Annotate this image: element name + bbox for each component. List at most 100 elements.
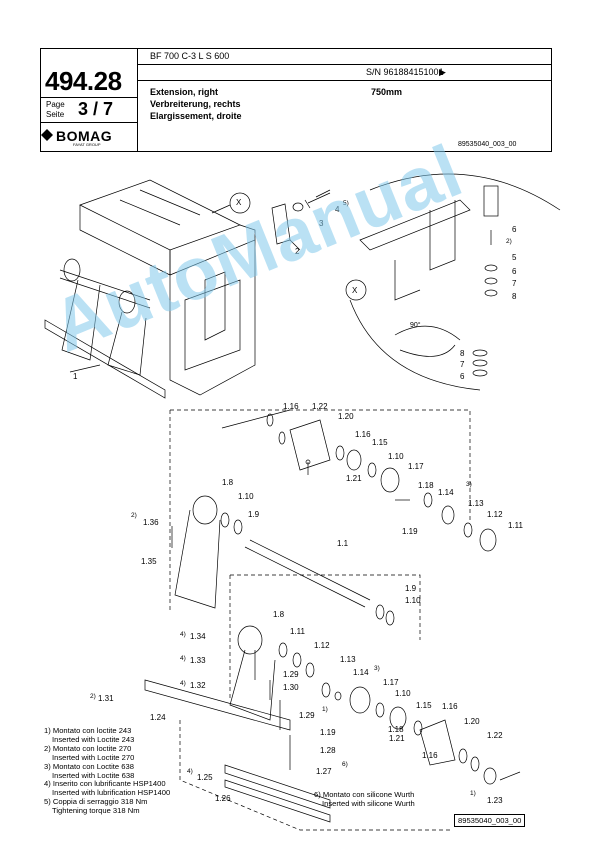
bearing-shaft bbox=[44, 258, 166, 399]
note-line: 4) Inserito con lubrificante HSP1400 bbox=[44, 779, 166, 789]
notes-block: 1) Montato con loctite 243 Inserted with… bbox=[44, 726, 171, 816]
title-de: Verbreiterung, rechts bbox=[150, 99, 241, 109]
part-label: 6) bbox=[342, 761, 348, 768]
part-label: 1.16 bbox=[355, 430, 371, 439]
brand-logo: BOMAG bbox=[56, 128, 113, 144]
part-label: 1.26 bbox=[215, 794, 231, 803]
part-label: 3) bbox=[374, 665, 380, 672]
part-label: 1.10 bbox=[238, 492, 254, 501]
part-label: 1.34 bbox=[190, 632, 206, 641]
part-label: 1.8 bbox=[273, 610, 285, 619]
part-label: 4) bbox=[187, 768, 193, 775]
part-label: 1.22 bbox=[487, 731, 503, 740]
part-label: 1.14 bbox=[353, 668, 369, 677]
part-label: 1.1 bbox=[337, 539, 349, 548]
part-label: 1.16 bbox=[283, 402, 299, 411]
divider bbox=[41, 122, 137, 123]
part-label: 1.22 bbox=[312, 402, 328, 411]
part-label: 1.17 bbox=[383, 678, 399, 687]
note-line: Inserted with Loctite 243 bbox=[52, 734, 135, 744]
part-label: 5 bbox=[512, 253, 517, 262]
part-label: 2) bbox=[506, 238, 512, 245]
note-line: 2) Montato con loctite 270 bbox=[44, 743, 132, 753]
part-label: 4 bbox=[335, 205, 340, 214]
divider bbox=[137, 64, 551, 65]
part-label: 2) bbox=[131, 512, 137, 519]
part-label: 1.10 bbox=[395, 689, 411, 698]
note-line: 5) Coppia di serraggio 318 Nm bbox=[44, 797, 148, 807]
part-label: 1.8 bbox=[222, 478, 234, 487]
part-label: 1.15 bbox=[416, 701, 432, 710]
part-label: 1.9 bbox=[405, 584, 417, 593]
part-label: 1.16 bbox=[422, 751, 438, 760]
callout-circle bbox=[229, 192, 251, 214]
part-label: 1.21 bbox=[389, 734, 405, 743]
note-line: 1) Montato con loctite 243 bbox=[44, 726, 132, 735]
part-label: 1.20 bbox=[338, 412, 354, 421]
note-line: Inserted with Loctite 270 bbox=[52, 752, 135, 762]
part-label: 1.16 bbox=[442, 702, 458, 711]
part-label: 1) bbox=[470, 790, 476, 797]
part-label: 1.31 bbox=[98, 694, 114, 703]
size-label: 750mm bbox=[371, 87, 403, 97]
part-label: 1.19 bbox=[402, 527, 418, 536]
part-label: 1.24 bbox=[150, 713, 166, 722]
part-label: 2) bbox=[90, 693, 96, 700]
model-name: BF 700 C-3 L S 600 bbox=[150, 51, 230, 61]
note-line: Inserted with silicone Wurth bbox=[322, 798, 415, 808]
drawing-id: 89535040_003_00 bbox=[458, 141, 517, 148]
rotate-arrow-icon bbox=[394, 325, 461, 357]
note-line: Tightening torque 318 Nm bbox=[52, 806, 140, 816]
divider bbox=[41, 97, 137, 98]
part-label: 1.19 bbox=[320, 728, 336, 737]
serial-arrow-icon: ▶ bbox=[439, 67, 446, 77]
part-label: 1.9 bbox=[248, 510, 260, 519]
part-label: 1.29 bbox=[299, 711, 315, 720]
title-block bbox=[40, 48, 552, 152]
divider bbox=[137, 49, 138, 151]
part-label: 6 bbox=[512, 267, 517, 276]
part-label: 4) bbox=[180, 631, 186, 638]
page-label-de: Seite bbox=[46, 110, 65, 119]
divider bbox=[137, 80, 551, 81]
part-label: 2 bbox=[295, 247, 300, 256]
serial-number: S/N 961884151001 bbox=[366, 67, 444, 77]
part-label: 1.18 bbox=[418, 481, 434, 490]
part-label: 1.28 bbox=[320, 746, 336, 755]
part-label: 1.14 bbox=[438, 488, 454, 497]
note-line: Inserted with lubrification HSP1400 bbox=[52, 788, 171, 798]
part-label: 4) bbox=[180, 680, 186, 687]
part-label: 1.11 bbox=[508, 521, 523, 530]
note-line: Inserted with Loctite 638 bbox=[52, 770, 135, 780]
part-label: 5) bbox=[343, 200, 349, 207]
brand-sub: FAYAT GROUP bbox=[73, 142, 101, 147]
part-label: 1.18 bbox=[388, 725, 404, 734]
part-label: 6 bbox=[460, 372, 465, 381]
frame-assembly bbox=[79, 179, 256, 396]
doc-number: 494.28 bbox=[45, 66, 122, 96]
part-label: 1.13 bbox=[468, 499, 484, 508]
part-label: 1.21 bbox=[346, 474, 362, 483]
part-label: 1.23 bbox=[487, 796, 503, 805]
title-en: Extension, right bbox=[150, 87, 219, 97]
part-label: 1.12 bbox=[487, 510, 503, 519]
part-label: 1.33 bbox=[190, 656, 206, 665]
part-label: 1.29 bbox=[283, 670, 299, 679]
title-fr: Elargissement, droite bbox=[150, 111, 242, 121]
part-label: 1.30 bbox=[283, 683, 299, 692]
detail-x-label: X bbox=[236, 198, 242, 207]
note-line: 6) Montato con silicone Wurth bbox=[314, 790, 415, 799]
part-label: 1 bbox=[73, 372, 78, 381]
part-label: 3) bbox=[466, 481, 472, 488]
part-label: 1.10 bbox=[388, 452, 404, 461]
part-label: 1.12 bbox=[314, 641, 330, 650]
part-label: 1.15 bbox=[372, 438, 388, 447]
part-label: 1) bbox=[322, 706, 328, 713]
part-label: 3 bbox=[319, 219, 324, 228]
part-label: 1.32 bbox=[190, 681, 206, 690]
note-line: 3) Montato con Loctite 638 bbox=[44, 761, 134, 771]
part-label: 8 bbox=[460, 349, 465, 358]
part-label: 7 bbox=[460, 360, 465, 369]
part-label: 1.11 bbox=[290, 627, 305, 636]
part-label: 1.27 bbox=[316, 767, 332, 776]
